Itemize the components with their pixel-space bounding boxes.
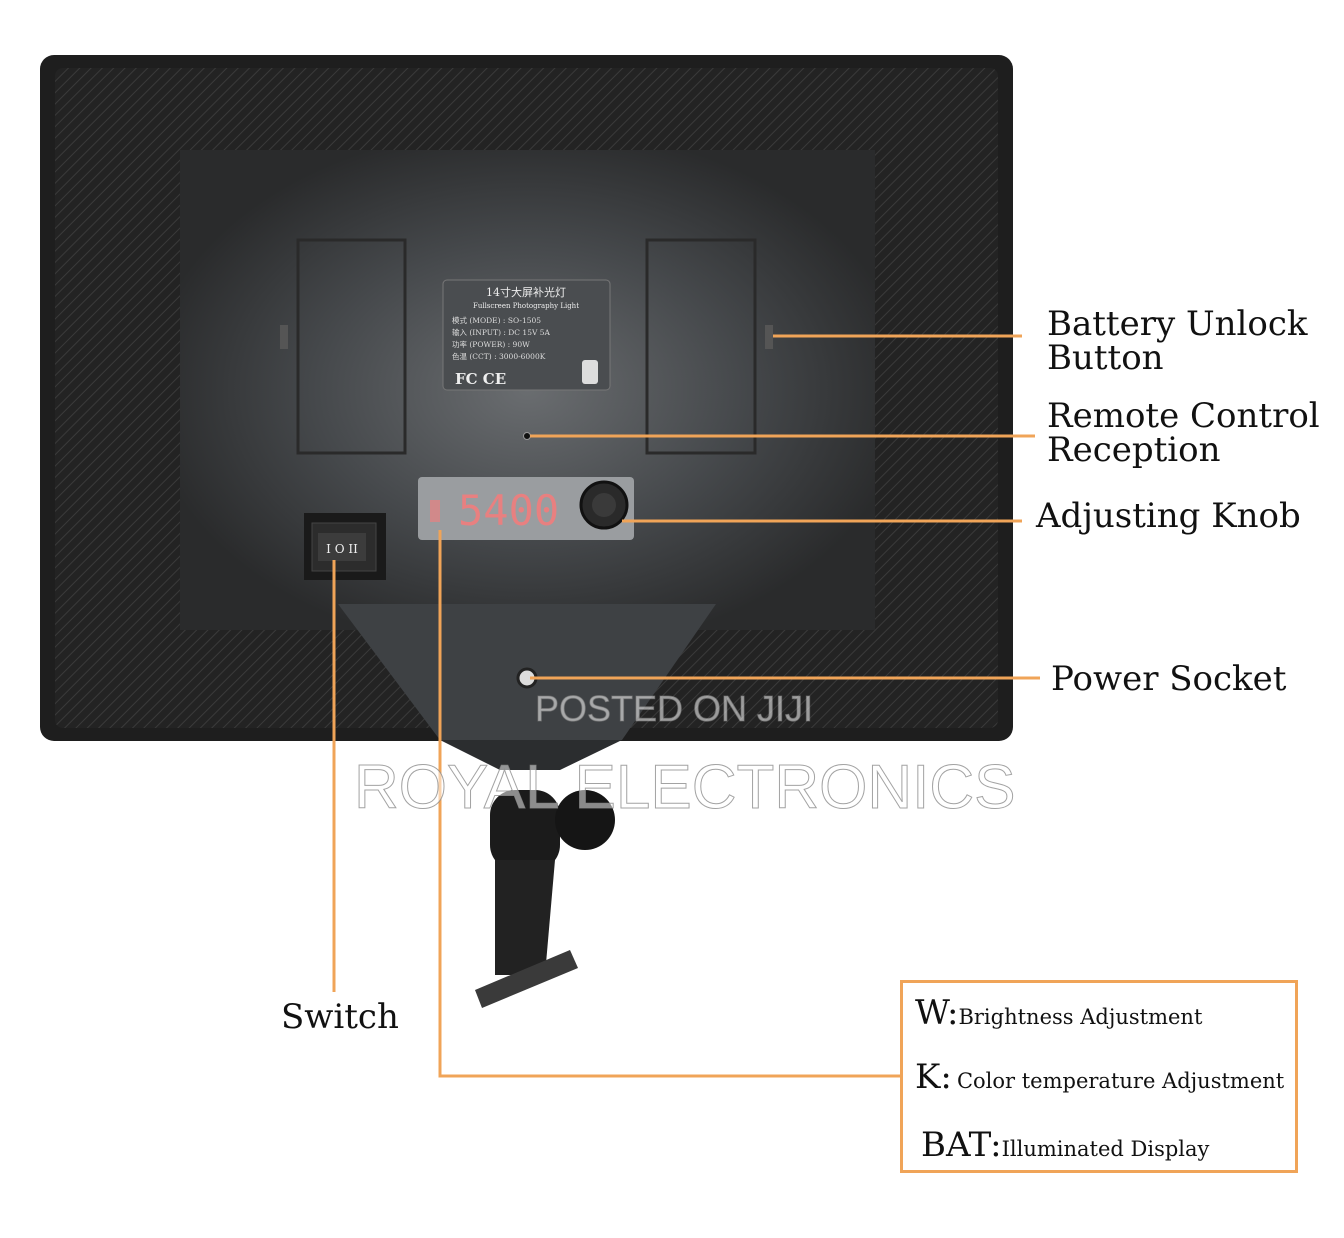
plate-title: 14寸大屏补光灯 [486,285,566,299]
battery-unlock-button-left [280,325,288,349]
label-switch: Switch [281,997,399,1037]
power-switch[interactable] [318,533,366,561]
legend-box: W:Brightness Adjustment K: Color tempera… [900,980,1298,1173]
legend-item: K: Color temperature Adjustment [915,1057,1285,1097]
switch-symbols: I O II [326,542,358,556]
callout-lines [332,334,1040,1078]
battery-slot-right [645,238,757,455]
plate-spec: 模式 (MODE) : SO-1505 [452,315,541,325]
watermark-posted: POSTED ON JIJI [534,688,814,730]
display-panel [418,477,634,540]
legend-item: W:Brightness Adjustment [915,993,1203,1033]
mount-clamp [475,790,615,1008]
spec-plate [442,279,611,391]
watermark-brand: ROYAL ELECTRONICS [353,753,1016,823]
battery-unlock-button-right [765,325,773,349]
label-adjusting-knob: Adjusting Knob [1036,496,1301,536]
plate-spec: 功率 (POWER) : 90W [452,339,530,349]
remote-receiver [523,432,531,440]
legend-item: BAT:Illuminated Display [921,1125,1210,1165]
label-power-socket: Power Socket [1051,659,1287,699]
plate-spec: 色温 (CCT) : 3000-6000K [452,351,546,361]
display-value: 5400 [458,486,559,535]
plate-marks: FC CE [455,370,506,388]
plate-subtitle: Fullscreen Photography Light [473,302,579,310]
plate-spec: 输入 (INPUT) : DC 15V 5A [452,327,551,337]
battery-slot-left [296,238,407,455]
